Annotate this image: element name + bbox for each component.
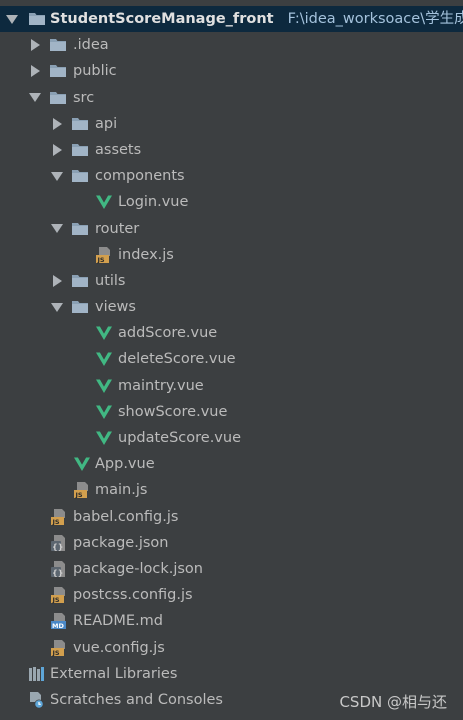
vue-file-icon bbox=[73, 455, 91, 473]
tree-item-updatescore-vue[interactable]: updateScore.vue bbox=[0, 425, 463, 451]
tree-item-label: Login.vue bbox=[118, 194, 189, 211]
tree-item-router[interactable]: router bbox=[0, 216, 463, 242]
expand-arrow-icon[interactable] bbox=[6, 6, 18, 32]
watermark: CSDN @相与还 bbox=[339, 693, 447, 711]
tree-item-label: package.json bbox=[73, 534, 169, 551]
scratches-icon bbox=[28, 691, 46, 709]
tree-item-babel-config-js[interactable]: babel.config.js bbox=[0, 504, 463, 530]
tree-item-postcss-config-js[interactable]: postcss.config.js bbox=[0, 582, 463, 608]
js-file-icon bbox=[73, 481, 91, 499]
tree-item-label: assets bbox=[95, 141, 142, 158]
tree-item-login-vue[interactable]: Login.vue bbox=[0, 189, 463, 215]
tree-item-label: External Libraries bbox=[50, 665, 178, 682]
tree-item-scratches-and-consoles[interactable]: Scratches and Consoles bbox=[0, 687, 463, 713]
js-file-icon bbox=[50, 639, 68, 657]
tree-item-label: babel.config.js bbox=[73, 508, 179, 525]
tree-item-label: api bbox=[95, 115, 118, 132]
tree-item-readme-md[interactable]: README.md bbox=[0, 608, 463, 634]
js-file-icon bbox=[95, 246, 113, 264]
tree-item-label: Scratches and Consoles bbox=[50, 691, 223, 708]
folder-icon bbox=[49, 89, 67, 107]
folder-icon bbox=[49, 62, 67, 80]
vue-file-icon bbox=[95, 377, 113, 395]
tree-item-index-js[interactable]: index.js bbox=[0, 242, 463, 268]
tree-item-api[interactable]: api bbox=[0, 111, 463, 137]
tree-item-label: utils bbox=[95, 272, 126, 289]
tree-item-external-libraries[interactable]: External Libraries bbox=[0, 661, 463, 687]
tree-item-label: App.vue bbox=[95, 456, 155, 473]
vue-file-icon bbox=[95, 324, 113, 342]
tree-item-label: showScore.vue bbox=[118, 403, 228, 420]
collapse-arrow-icon[interactable] bbox=[51, 137, 63, 163]
project-folder-icon bbox=[28, 10, 46, 28]
expand-arrow-icon[interactable] bbox=[51, 163, 63, 189]
collapse-arrow-icon[interactable] bbox=[29, 58, 41, 84]
vue-file-icon bbox=[95, 429, 113, 447]
tree-item-label: package-lock.json bbox=[73, 560, 203, 577]
tree-item-label: components bbox=[95, 168, 185, 185]
tree-item-addscore-vue[interactable]: addScore.vue bbox=[0, 320, 463, 346]
tree-item-label: router bbox=[95, 220, 140, 237]
tree-item-main-js[interactable]: main.js bbox=[0, 477, 463, 503]
tree-item-label: maintry.vue bbox=[118, 377, 204, 394]
folder-icon bbox=[71, 115, 89, 133]
js-file-icon bbox=[50, 508, 68, 526]
tree-item-views[interactable]: views bbox=[0, 294, 463, 320]
json-file-icon bbox=[50, 560, 68, 578]
tree-item-showscore-vue[interactable]: showScore.vue bbox=[0, 399, 463, 425]
tree-item-maintry-vue[interactable]: maintry.vue bbox=[0, 373, 463, 399]
expand-arrow-icon[interactable] bbox=[51, 216, 63, 242]
collapse-arrow-icon[interactable] bbox=[51, 111, 63, 137]
expand-arrow-icon[interactable] bbox=[51, 294, 63, 320]
folder-icon bbox=[71, 141, 89, 159]
libraries-icon bbox=[28, 665, 46, 683]
tree-item-label: postcss.config.js bbox=[73, 587, 193, 604]
tree-item-package-lock-json[interactable]: package-lock.json bbox=[0, 556, 463, 582]
folder-icon bbox=[49, 36, 67, 54]
tree-item-label: vue.config.js bbox=[73, 639, 165, 656]
tree-item-public[interactable]: public bbox=[0, 58, 463, 84]
tree-item-app-vue[interactable]: App.vue bbox=[0, 451, 463, 477]
md-file-icon bbox=[50, 612, 68, 630]
json-file-icon bbox=[50, 534, 68, 552]
collapse-arrow-icon[interactable] bbox=[29, 32, 41, 58]
tree-item-src[interactable]: src bbox=[0, 85, 463, 111]
tree-item-label: views bbox=[95, 299, 136, 316]
vue-file-icon bbox=[95, 350, 113, 368]
project-path: F:\idea_worksoace\学生成绩 bbox=[287, 11, 463, 27]
tree-item-label: main.js bbox=[95, 482, 148, 499]
tree-item-label: public bbox=[73, 63, 117, 80]
tree-item-label: index.js bbox=[118, 246, 174, 263]
tree-item-label: deleteScore.vue bbox=[118, 351, 236, 368]
vue-file-icon bbox=[95, 193, 113, 211]
folder-icon bbox=[71, 298, 89, 316]
tree-item-label: src bbox=[73, 89, 95, 106]
tree-item-label: README.md bbox=[73, 613, 163, 630]
tree-item-utils[interactable]: utils bbox=[0, 268, 463, 294]
collapse-arrow-icon[interactable] bbox=[51, 268, 63, 294]
vue-file-icon bbox=[95, 403, 113, 421]
tree-item-label: updateScore.vue bbox=[118, 430, 242, 446]
tree-item-vue-config-js[interactable]: vue.config.js bbox=[0, 635, 463, 661]
tree-item-components[interactable]: components bbox=[0, 163, 463, 189]
js-file-icon bbox=[50, 586, 68, 604]
tree-item-deletescore-vue[interactable]: deleteScore.vue bbox=[0, 346, 463, 372]
tree-item-assets[interactable]: assets bbox=[0, 137, 463, 163]
tree-item-idea[interactable]: .idea bbox=[0, 32, 463, 58]
expand-arrow-icon[interactable] bbox=[29, 85, 41, 111]
folder-icon bbox=[71, 220, 89, 238]
tree-item-label: .idea bbox=[73, 37, 109, 54]
folder-icon bbox=[71, 167, 89, 185]
folder-icon bbox=[71, 272, 89, 290]
tree-item-label: addScore.vue bbox=[118, 325, 218, 342]
tree-item-package-json[interactable]: package.json bbox=[0, 530, 463, 556]
